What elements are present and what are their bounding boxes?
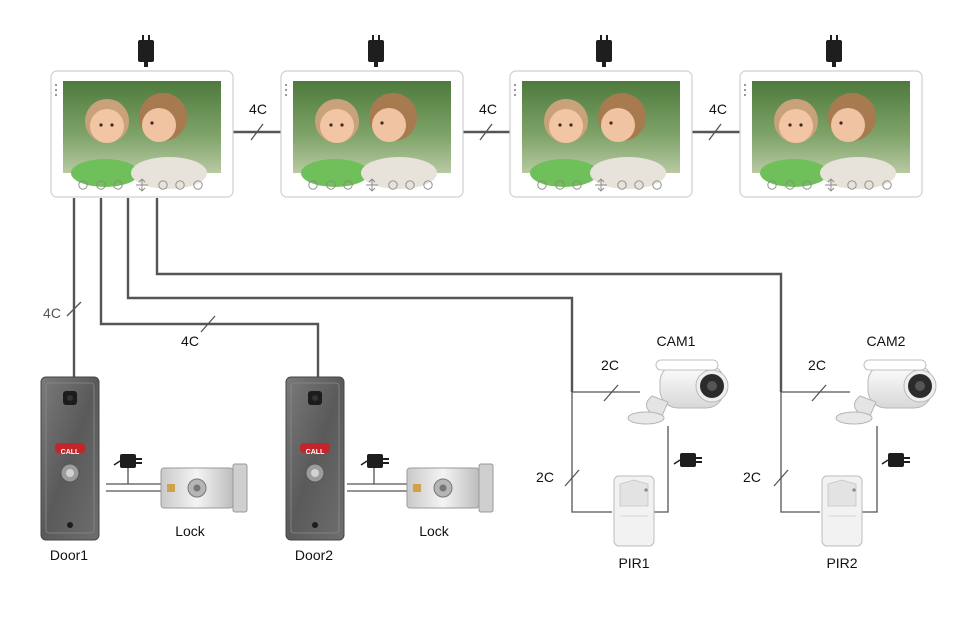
pir2-cable-label: 2C (743, 469, 761, 485)
door2-cable-label: 4C (181, 333, 199, 349)
lock1-label: Lock (175, 523, 206, 539)
pir2-label: PIR2 (826, 555, 857, 571)
monitor-icon (280, 70, 464, 198)
door-station-icon (40, 376, 100, 541)
monitor-3 (509, 35, 693, 198)
door1-station: CALL (40, 376, 100, 541)
door2-station: CALL (285, 376, 345, 541)
monitor-link-label: 4C (249, 101, 267, 117)
door1-cable-label: 4C (43, 305, 61, 321)
monitor-2 (280, 35, 464, 198)
power-adapter-icon (368, 35, 384, 67)
power-adapter-icon (360, 453, 390, 469)
monitor-link-label: 4C (479, 101, 497, 117)
power-adapter-icon (826, 35, 842, 67)
monitor-icon (509, 70, 693, 198)
wire-cam1 (126, 198, 574, 392)
wire-door2 (99, 198, 320, 378)
cam1-cable-label: 2C (601, 357, 619, 373)
door2-label: Door2 (295, 547, 333, 563)
pir-sensor-icon (821, 475, 863, 547)
wires (72, 130, 783, 392)
thin-wires (106, 391, 878, 513)
call-button-label: CALL (306, 449, 325, 456)
monitor-link-label: 4C (709, 101, 727, 117)
call-button-label: CALL (61, 449, 80, 456)
wire-cam2 (155, 198, 783, 392)
pir1-label: PIR1 (618, 555, 649, 571)
door1-label: Door1 (50, 547, 88, 563)
power-adapter-icon (881, 452, 911, 468)
power-adapter-icon (673, 452, 703, 468)
door-station-icon (285, 376, 345, 541)
monitor-1 (50, 35, 234, 198)
lock-icon (160, 463, 248, 513)
lock-icon (406, 463, 494, 513)
monitor-icon (50, 70, 234, 198)
camera-icon (835, 359, 937, 425)
cam2-label: CAM2 (867, 333, 906, 349)
cable-marks (66, 123, 827, 487)
monitor-icon (739, 70, 923, 198)
pir1-cable-label: 2C (536, 469, 554, 485)
power-adapter-icon (138, 35, 154, 67)
power-adapter-icon (596, 35, 612, 67)
cam1-label: CAM1 (657, 333, 696, 349)
power-adapter-icon (113, 453, 143, 469)
cam2-cable-label: 2C (808, 357, 826, 373)
pir-sensor-icon (613, 475, 655, 547)
camera-icon (627, 359, 729, 425)
monitor-4 (739, 35, 923, 198)
lock2-label: Lock (419, 523, 450, 539)
